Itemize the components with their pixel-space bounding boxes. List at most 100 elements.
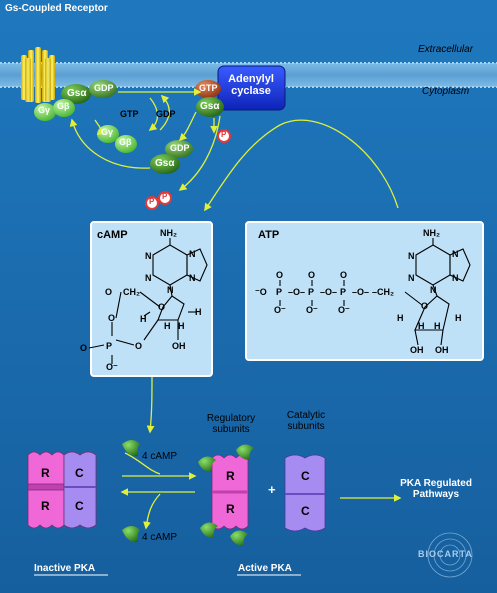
atp-minus-o: ⁻O — [255, 287, 267, 297]
atp-ch2: –CH₂ — [372, 287, 395, 297]
atp-h4: H — [434, 321, 441, 331]
inactive-r-top: R — [41, 466, 50, 480]
catalytic-subunits-label: Catalytic subunits — [286, 410, 326, 432]
gdp-label-1: GDP — [94, 83, 114, 93]
camp-molecules — [122, 440, 254, 546]
atp-n3: N — [408, 273, 415, 283]
atp-h2: H — [455, 313, 462, 323]
atp-o-bot2: O⁻ — [306, 305, 318, 315]
inactive-c-top: C — [75, 466, 84, 480]
gsa-ellipse-3 — [150, 154, 180, 174]
phosphate-1 — [217, 129, 231, 143]
plus-sign: + — [268, 482, 276, 497]
atp-structure — [279, 238, 471, 346]
atp-h3: H — [418, 321, 425, 331]
cycle-arrows — [69, 88, 402, 530]
gsa-label-3: Gsα — [155, 158, 175, 169]
camp-o3: O — [80, 343, 88, 353]
camp-n2: N — [145, 251, 152, 261]
active-pka-label: Active PKA — [238, 563, 292, 574]
gtp-label: GTP — [199, 83, 218, 93]
camp-o-ring: O — [158, 302, 166, 312]
camp-nh2: NH₂ — [160, 228, 177, 238]
active-pka-regulatory-shape — [211, 454, 249, 530]
four-camp-bottom-label: 4 cAMP — [142, 532, 178, 543]
camp-n4: N — [189, 273, 196, 283]
atp-p1: P — [276, 287, 283, 297]
catalytic-subunits-shape — [284, 454, 326, 532]
gg-label-1: Gγ — [38, 105, 51, 115]
active-r-top: R — [226, 469, 235, 483]
camp-h2: H — [195, 307, 202, 317]
camp-h3: H — [164, 321, 171, 331]
atp-o-top1: O — [276, 270, 284, 280]
gg-label-2: Gγ — [101, 127, 114, 137]
camp-title: cAMP — [97, 229, 128, 241]
atp-o-link3: –O– — [352, 287, 370, 297]
biocarta-logo-mark — [427, 532, 473, 578]
atp-title: ATP — [258, 229, 280, 241]
atp-h1: H — [397, 313, 404, 323]
atp-o-ring: O — [421, 301, 429, 311]
atp-o-top2: O — [308, 270, 316, 280]
receptor-label: Gs-Coupled Receptor — [5, 3, 108, 14]
gdp-text: GDP — [156, 109, 176, 119]
atp-n5: N — [430, 285, 437, 295]
camp-structure — [88, 238, 208, 364]
phosphate-label-2: P — [149, 197, 155, 206]
gsa-label-1: Gsα — [67, 88, 87, 99]
atp-n1: N — [452, 249, 459, 259]
atp-o-link2: –O– — [320, 287, 338, 297]
four-camp-top-label: 4 cAMP — [142, 451, 178, 462]
inactive-pka-shape — [27, 451, 97, 529]
phosphate-label-1: P — [221, 130, 227, 139]
active-r-bottom: R — [226, 502, 235, 516]
atp-oh2: OH — [435, 345, 449, 355]
phosphate-2 — [145, 196, 159, 210]
extracellular-label: Extracellular — [418, 44, 474, 55]
atp-p3: P — [340, 287, 347, 297]
gb-label-2: Gβ — [119, 137, 132, 147]
phosphate-3 — [158, 191, 172, 205]
gsa-ellipse-1 — [61, 84, 91, 104]
catalytic-c-top: C — [301, 469, 310, 483]
cytoplasm-label: Cytoplasm — [422, 86, 470, 97]
gdp-ellipse-2 — [165, 140, 193, 158]
gsa-ellipse-2 — [196, 97, 224, 117]
gb-ellipse-2 — [115, 135, 137, 153]
adenylyl-cyclase-label: Adenylyl cyclase — [228, 73, 274, 98]
camp-oh: OH — [172, 341, 186, 351]
inactive-r-bottom: R — [41, 499, 50, 513]
inactive-pka-label: Inactive PKA — [34, 563, 96, 574]
phosphate-label-3: P — [162, 192, 168, 201]
atp-o-bot1: O⁻ — [274, 305, 286, 315]
gsa-label-2: Gsα — [200, 101, 220, 112]
camp-n1: N — [189, 249, 196, 259]
camp-n5: N — [167, 285, 174, 295]
atp-n2: N — [408, 251, 415, 261]
atp-p2: P — [308, 287, 315, 297]
camp-o2: O — [108, 313, 116, 323]
atp-o-link1: –O– — [288, 287, 306, 297]
camp-o1: O — [105, 287, 113, 297]
atp-o-top3: O — [340, 270, 348, 280]
camp-o-minus: O⁻ — [106, 362, 118, 372]
camp-p: P — [106, 341, 113, 351]
camp-box — [90, 221, 213, 377]
gs-coupled-receptor — [21, 47, 55, 103]
camp-h4: H — [178, 321, 185, 331]
pka-pathways-label: PKA Regulated Pathways — [400, 478, 472, 500]
camp-o4: O — [135, 341, 143, 351]
atp-box — [245, 221, 484, 361]
atp-nh2: NH₂ — [423, 228, 440, 238]
gtp-text: GTP — [120, 109, 139, 119]
regulatory-subunits-label: Regulatory subunits — [206, 413, 256, 435]
atp-oh1: OH — [410, 345, 424, 355]
atp-o-bot3: O⁻ — [338, 305, 350, 315]
camp-ch2: CH₂ — [123, 287, 140, 297]
gb-ellipse-1 — [53, 99, 75, 117]
catalytic-c-bottom: C — [301, 504, 310, 518]
gdp-label-2: GDP — [170, 143, 190, 153]
